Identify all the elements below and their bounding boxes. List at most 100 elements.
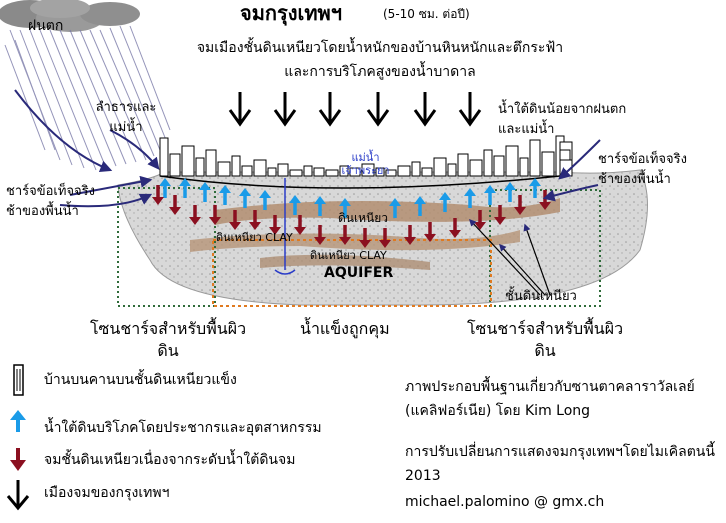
building xyxy=(397,165,411,177)
clay-compaction-arrow xyxy=(494,205,506,225)
groundwater-pumping-arrow xyxy=(219,185,231,205)
city-sinking-arrow xyxy=(318,92,342,127)
city-sinking-arrow xyxy=(273,92,297,127)
clay-compaction-arrow xyxy=(249,210,261,230)
building xyxy=(361,163,375,177)
city-sinking-arrows xyxy=(228,92,482,127)
groundwater-pumping-arrow xyxy=(199,182,211,202)
building xyxy=(457,153,469,177)
clay-band-middle xyxy=(190,230,520,252)
groundwater-pumping-arrow xyxy=(259,190,271,210)
building xyxy=(349,167,361,177)
clay-compaction-arrow xyxy=(404,225,416,245)
confined-aquifer-box xyxy=(212,239,492,307)
groundwater-pumping-arrow xyxy=(339,198,351,218)
groundwater-pumping-arrow xyxy=(464,188,476,208)
building xyxy=(433,157,447,177)
groundwater-pumping-arrow xyxy=(529,178,541,198)
groundwater-pumping-arrow xyxy=(389,198,401,218)
legend-down-arrow-text: จมชั้นดินเหนียวเนื่องจากระดับน้ำใต้ดินจม xyxy=(44,452,296,468)
clay-compaction-arrow xyxy=(359,228,371,248)
clay-compaction-arrow xyxy=(169,195,181,215)
clay-compaction-arrow xyxy=(269,215,281,235)
clay-lower-label: ดินเหนียว CLAY xyxy=(310,249,387,262)
city-sinking-arrow xyxy=(458,92,482,127)
building xyxy=(493,155,505,177)
building xyxy=(267,167,277,177)
groundwater-pumping-arrow xyxy=(314,196,326,216)
clay-compaction-arrow xyxy=(314,225,326,245)
zone-right-label: โซนชาร์จสำหรับพื้นผิวดิน xyxy=(466,319,624,360)
building xyxy=(505,145,519,177)
annotation-arrows xyxy=(14,89,601,208)
building xyxy=(529,139,541,177)
clay-compaction-arrow xyxy=(339,225,351,245)
building xyxy=(181,145,195,177)
clay-compaction-arrow xyxy=(449,218,461,238)
building xyxy=(325,169,339,177)
building xyxy=(385,169,397,177)
building xyxy=(483,149,493,177)
river-well xyxy=(274,269,296,275)
clay-band-lower xyxy=(260,254,430,270)
building xyxy=(217,161,231,177)
clay-band-upper xyxy=(215,198,560,225)
building xyxy=(421,167,433,177)
clay-layers-label: ชั้นดินเหนียว xyxy=(505,289,577,304)
groundwater-pumping-arrow xyxy=(289,195,301,215)
groundwater-pumping-arrow xyxy=(159,178,171,198)
recharge-right-label: ชาร์จข้อเท็จจริงช้าของพื้นน้ำ xyxy=(598,152,687,187)
clay-left-label: ดินเหนียว CLAY xyxy=(216,231,293,244)
clay-compaction-arrow xyxy=(514,195,526,215)
city-sinking-arrow xyxy=(366,92,390,127)
recharge-zone-left-box xyxy=(117,187,216,307)
building xyxy=(169,153,181,177)
building xyxy=(159,137,169,177)
building xyxy=(241,165,253,177)
credit-email: michael.palomino @ gmx.ch xyxy=(405,494,605,510)
city-sinking-arrow xyxy=(413,92,437,127)
building xyxy=(195,157,205,177)
river-label: แม่น้ำเจ้าพระยา xyxy=(341,151,390,177)
groundwater-pumping-arrow xyxy=(179,178,191,198)
groundwater-pumping-arrow xyxy=(504,182,516,202)
up-arrow-icon xyxy=(10,410,26,432)
rain-streaks xyxy=(4,25,171,171)
zone-center-label: น้ำแข็งถูกคุม xyxy=(300,319,390,338)
building xyxy=(277,163,289,177)
down-arrow-icon xyxy=(10,448,26,471)
clay-center-label: ดินเหนียว xyxy=(338,211,388,225)
clay-compaction-arrow xyxy=(189,205,201,225)
building xyxy=(205,149,217,177)
buildings-group xyxy=(159,135,573,189)
credit-illustration: ภาพประกอบพื้นฐานเกี่ยวกับซานตาคลาราวัลเล… xyxy=(405,379,695,419)
clay-compaction-arrow xyxy=(229,210,241,230)
clay-layer-pointers xyxy=(469,218,551,296)
clay-compaction-arrow xyxy=(424,222,436,242)
clay-compaction-arrow xyxy=(474,210,486,230)
subtitle: จมเมืองชั้นดินเหนียวโดยน้ำหนักของบ้านหิน… xyxy=(196,40,564,80)
clay-compaction-arrow xyxy=(379,228,391,248)
credit-modification: การปรับเปลี่ยนการแสดงจมกรุงเทพฯโดยไมเคิล… xyxy=(405,444,715,484)
building xyxy=(447,163,457,177)
building xyxy=(253,159,267,177)
legend-up-arrow-text: น้ำใต้ดินบริโภคโดยประชากรและอุตสาหกรรม xyxy=(44,420,322,436)
building xyxy=(519,157,529,177)
black-down-arrow-icon xyxy=(6,480,30,511)
zone-left-label: โซนชาร์จสำหรับพื้นผิวดิน xyxy=(89,319,247,360)
building xyxy=(313,167,325,177)
building xyxy=(541,151,555,177)
groundwater-pumping-arrow xyxy=(484,185,496,205)
building xyxy=(303,165,313,177)
building-baseline xyxy=(159,175,561,189)
cloud-icon xyxy=(0,0,140,32)
aquifer-label: AQUIFER xyxy=(324,265,394,281)
title-unit: (5-10 ซม. ต่อปี) xyxy=(383,7,470,21)
building xyxy=(469,159,483,177)
building xyxy=(375,167,385,177)
clay-compaction-arrow xyxy=(294,215,306,235)
groundwater-pumping-arrow xyxy=(239,188,251,208)
clay-compaction-arrow xyxy=(152,185,164,205)
building xyxy=(411,161,421,177)
